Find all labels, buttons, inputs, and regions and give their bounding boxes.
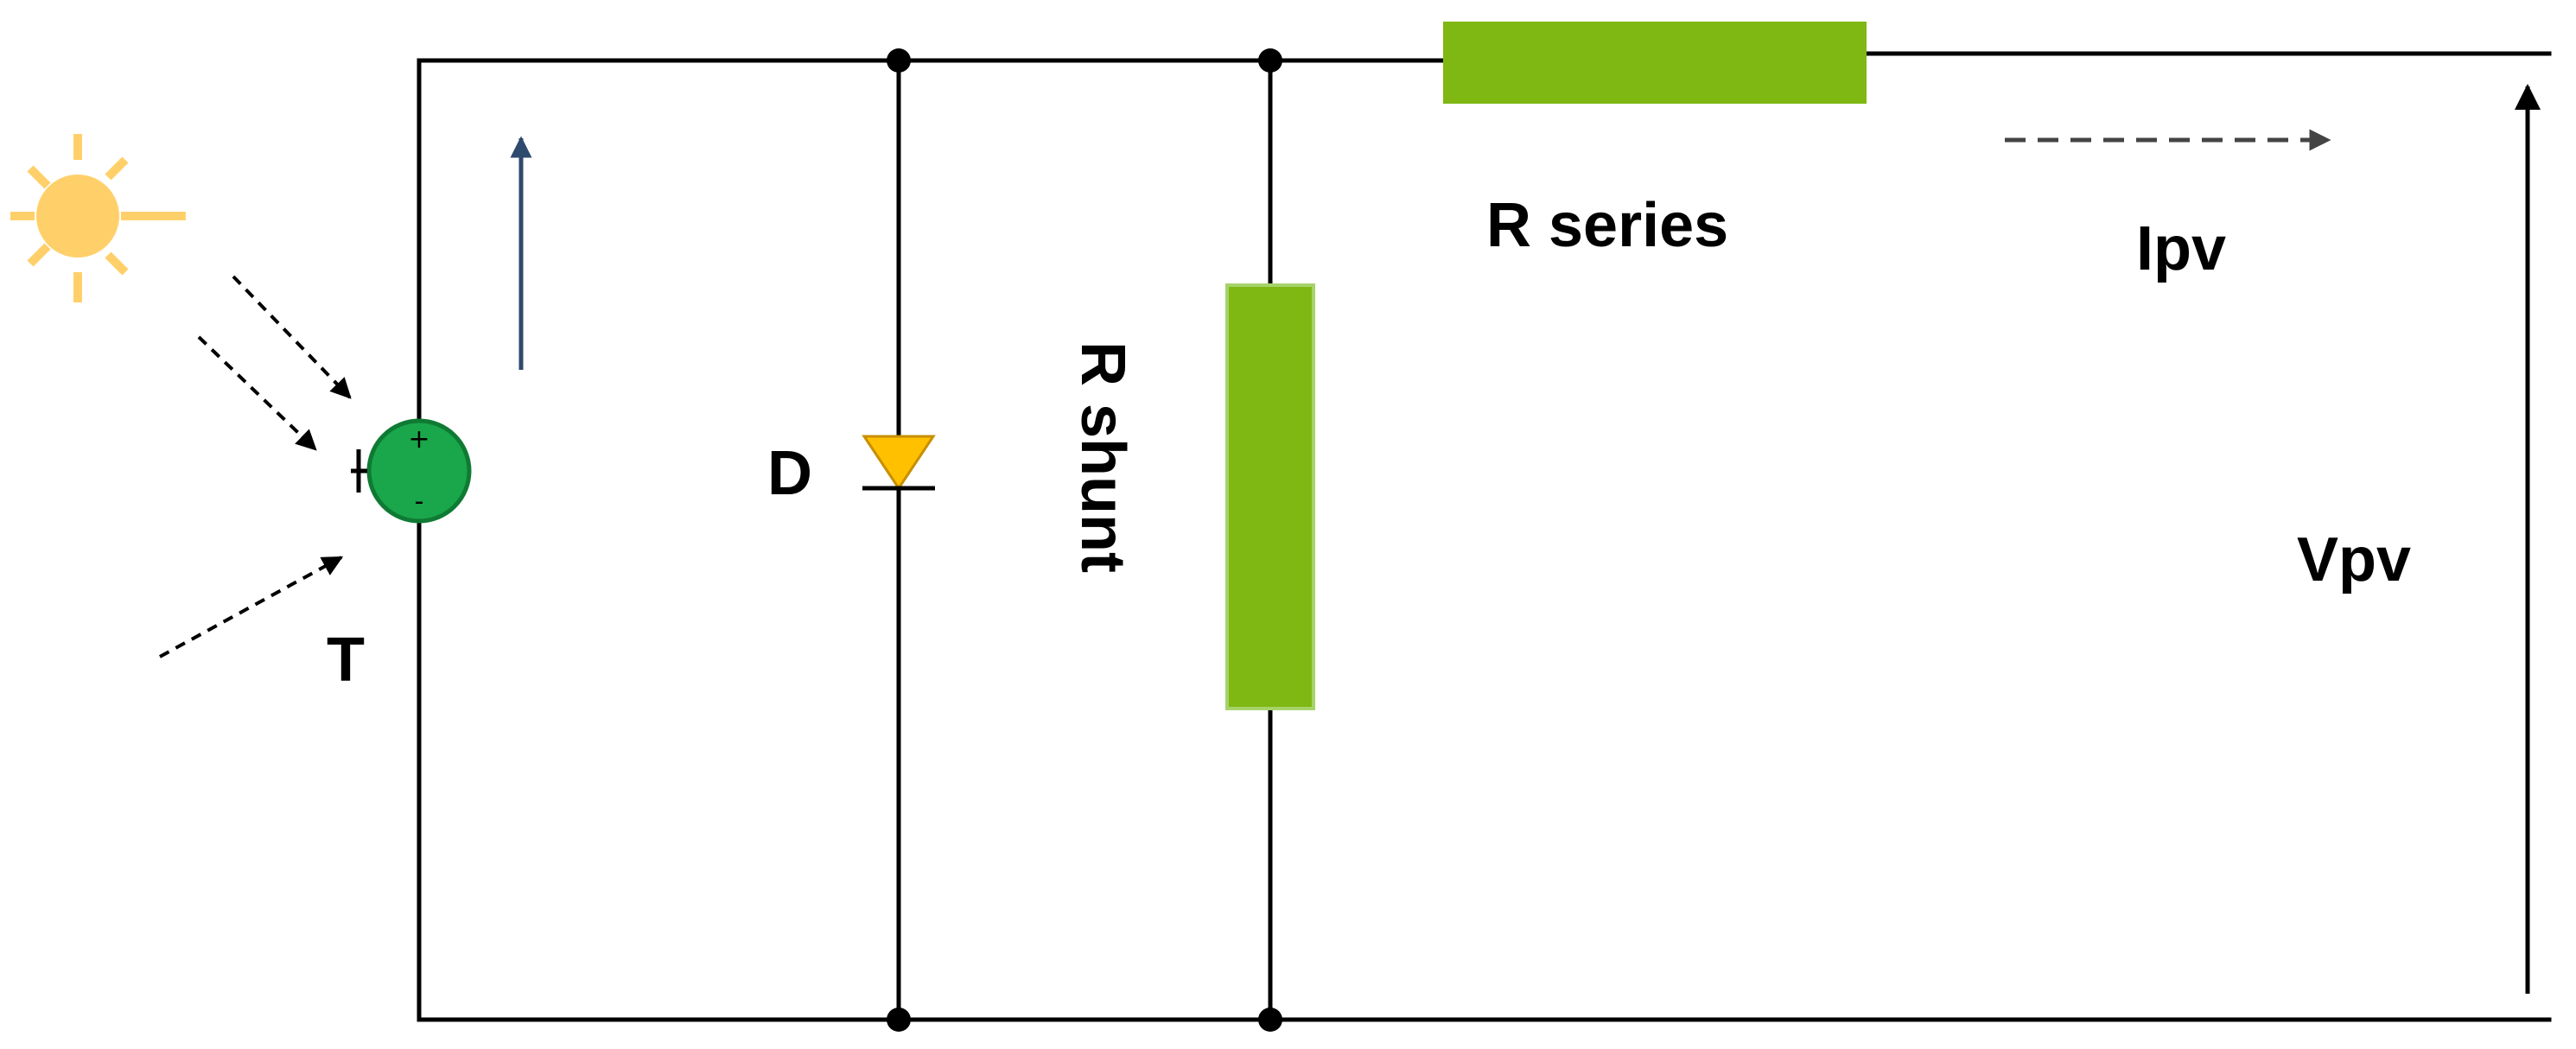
irradiance-arrows bbox=[159, 275, 352, 658]
current-label: Ipv bbox=[2136, 214, 2226, 283]
shunt-resistor bbox=[1225, 283, 1315, 710]
diode-label: D bbox=[767, 439, 812, 508]
diode-icon bbox=[862, 435, 936, 491]
series-resistor-label: R series bbox=[1486, 191, 1728, 260]
shunt-resistor-label: R shunt bbox=[1068, 341, 1137, 573]
voltage-label: Vpv bbox=[2297, 525, 2411, 594]
sun-icon bbox=[10, 134, 186, 302]
junction-dots bbox=[887, 48, 1282, 1032]
temperature-label: T bbox=[327, 626, 365, 695]
wires bbox=[417, 51, 2552, 1022]
series-resistor bbox=[1443, 22, 1867, 104]
current-source-icon: + - bbox=[351, 418, 472, 524]
source-plus-label: + bbox=[408, 424, 429, 455]
source-minus-label: - bbox=[415, 486, 424, 517]
